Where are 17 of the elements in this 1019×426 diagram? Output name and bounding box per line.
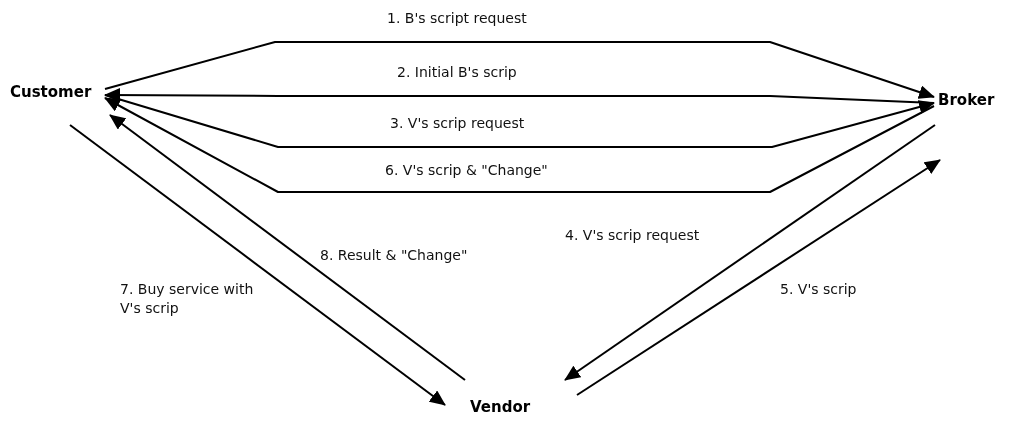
arrow [104, 94, 935, 148]
edge-label: 6. V's scrip & "Change" [383, 161, 550, 180]
edge-label: 8. Result & "Change" [318, 246, 470, 265]
actor-label: Broker [938, 91, 995, 109]
arrow [576, 159, 941, 396]
edge-label: 4. V's scrip request [563, 226, 702, 245]
actor-label: Customer [10, 83, 92, 101]
arrow [104, 41, 935, 99]
arrow [69, 124, 446, 406]
edge-label: 1. B's script request [385, 9, 529, 28]
arrow [109, 114, 466, 381]
actor-label: Vendor [470, 398, 531, 416]
arrow [564, 124, 936, 381]
edge-label: 5. V's scrip [778, 280, 859, 299]
edge-label: 2. Initial B's scrip [395, 63, 519, 82]
edge-label: 3. V's scrip request [388, 114, 527, 133]
arrow [104, 97, 935, 193]
